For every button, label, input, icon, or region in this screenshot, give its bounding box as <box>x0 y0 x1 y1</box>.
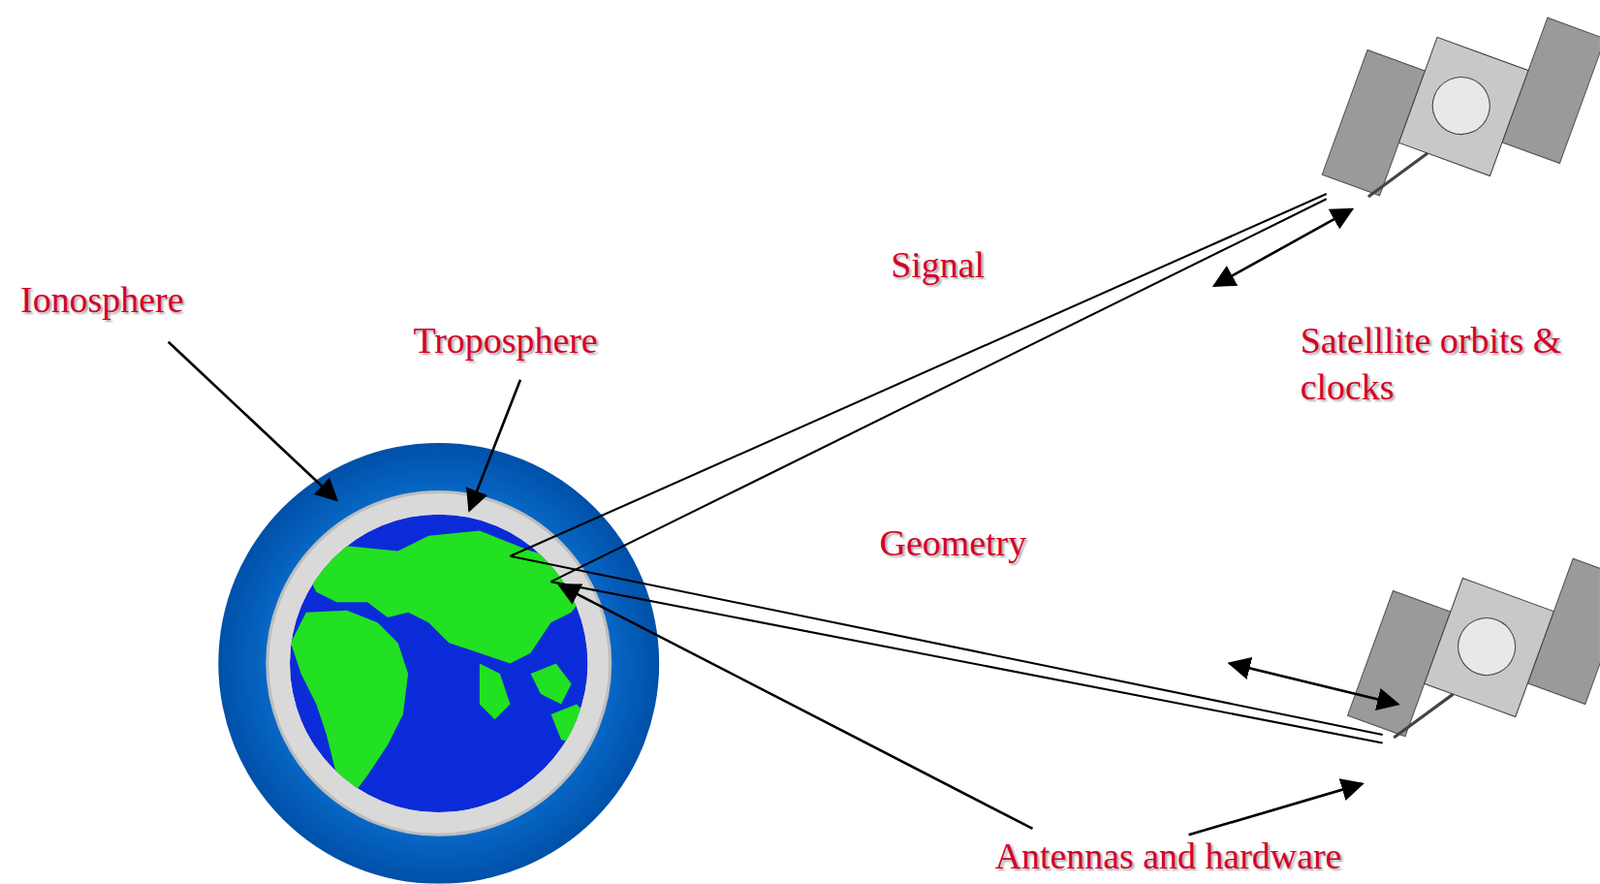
boom <box>1393 680 1453 753</box>
leader-arrow <box>559 584 1034 829</box>
ionosphere-layer <box>218 442 659 884</box>
signal-line <box>509 556 1382 735</box>
signal-lines <box>509 193 1382 743</box>
label-text: Geometry <box>879 520 1028 566</box>
satellite-body <box>1424 577 1555 717</box>
troposphere-layer <box>267 491 611 835</box>
arrows <box>168 209 1399 835</box>
boom <box>1368 139 1428 212</box>
india <box>479 662 511 720</box>
label-text: Satelllite orbits & clocks <box>1300 318 1597 411</box>
label-text: Ionosphere <box>20 277 184 323</box>
earth <box>289 514 597 813</box>
satellite-bottom <box>1346 503 1600 795</box>
ocean <box>289 514 588 813</box>
satellite-top <box>1319 0 1600 254</box>
label-text: Troposphere <box>412 318 597 365</box>
leader-arrow <box>469 379 521 511</box>
label-text: Signal <box>890 243 985 289</box>
satellite-body <box>1398 36 1529 176</box>
leader-arrow <box>168 342 338 501</box>
africa <box>290 610 408 797</box>
islands <box>531 662 572 704</box>
australia <box>551 704 597 746</box>
label-text: Antennas and hardware <box>995 834 1343 880</box>
leader-arrow <box>1189 784 1363 836</box>
antenna-array <box>1449 609 1524 684</box>
double-arrow <box>1229 662 1399 704</box>
signal-line <box>551 581 1383 743</box>
antenna-array <box>1424 68 1499 143</box>
signal-line <box>509 193 1326 557</box>
signal-line <box>551 198 1327 582</box>
double-arrow <box>1214 209 1352 286</box>
